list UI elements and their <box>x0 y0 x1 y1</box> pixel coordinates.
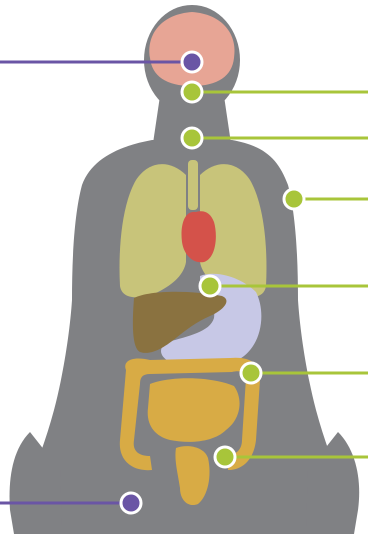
colon-marker[interactable] <box>215 447 235 467</box>
brain <box>149 12 234 86</box>
trachea <box>188 160 198 210</box>
small-intestine-marker[interactable] <box>241 363 261 383</box>
neck-base-marker[interactable] <box>182 128 202 148</box>
stomach-marker[interactable] <box>200 276 220 296</box>
brain-marker[interactable] <box>182 52 202 72</box>
lower-abdomen-marker[interactable] <box>121 493 141 513</box>
upper-arm-marker[interactable] <box>284 189 304 209</box>
throat-marker[interactable] <box>182 82 202 102</box>
